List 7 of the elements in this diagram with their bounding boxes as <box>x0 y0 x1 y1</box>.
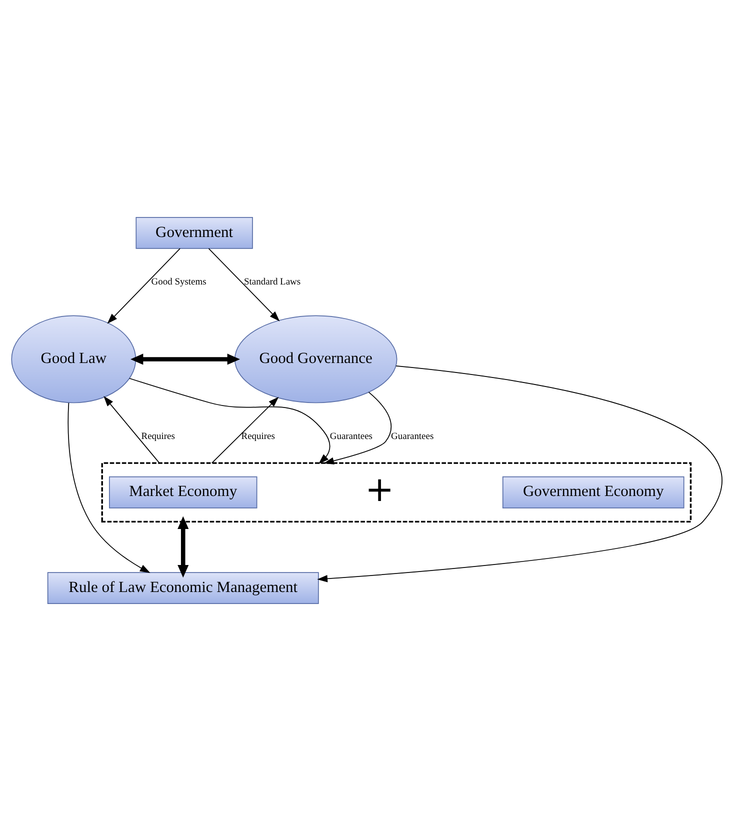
edge-label: Good Systems <box>151 278 206 288</box>
edge-label: Requires <box>141 432 175 442</box>
edge-label: Guarantees <box>391 432 434 442</box>
edge-label: Requires <box>241 432 275 442</box>
edge-label: Guarantees <box>330 432 372 442</box>
edge-label: Standard Laws <box>244 278 301 288</box>
label: + <box>365 470 394 510</box>
